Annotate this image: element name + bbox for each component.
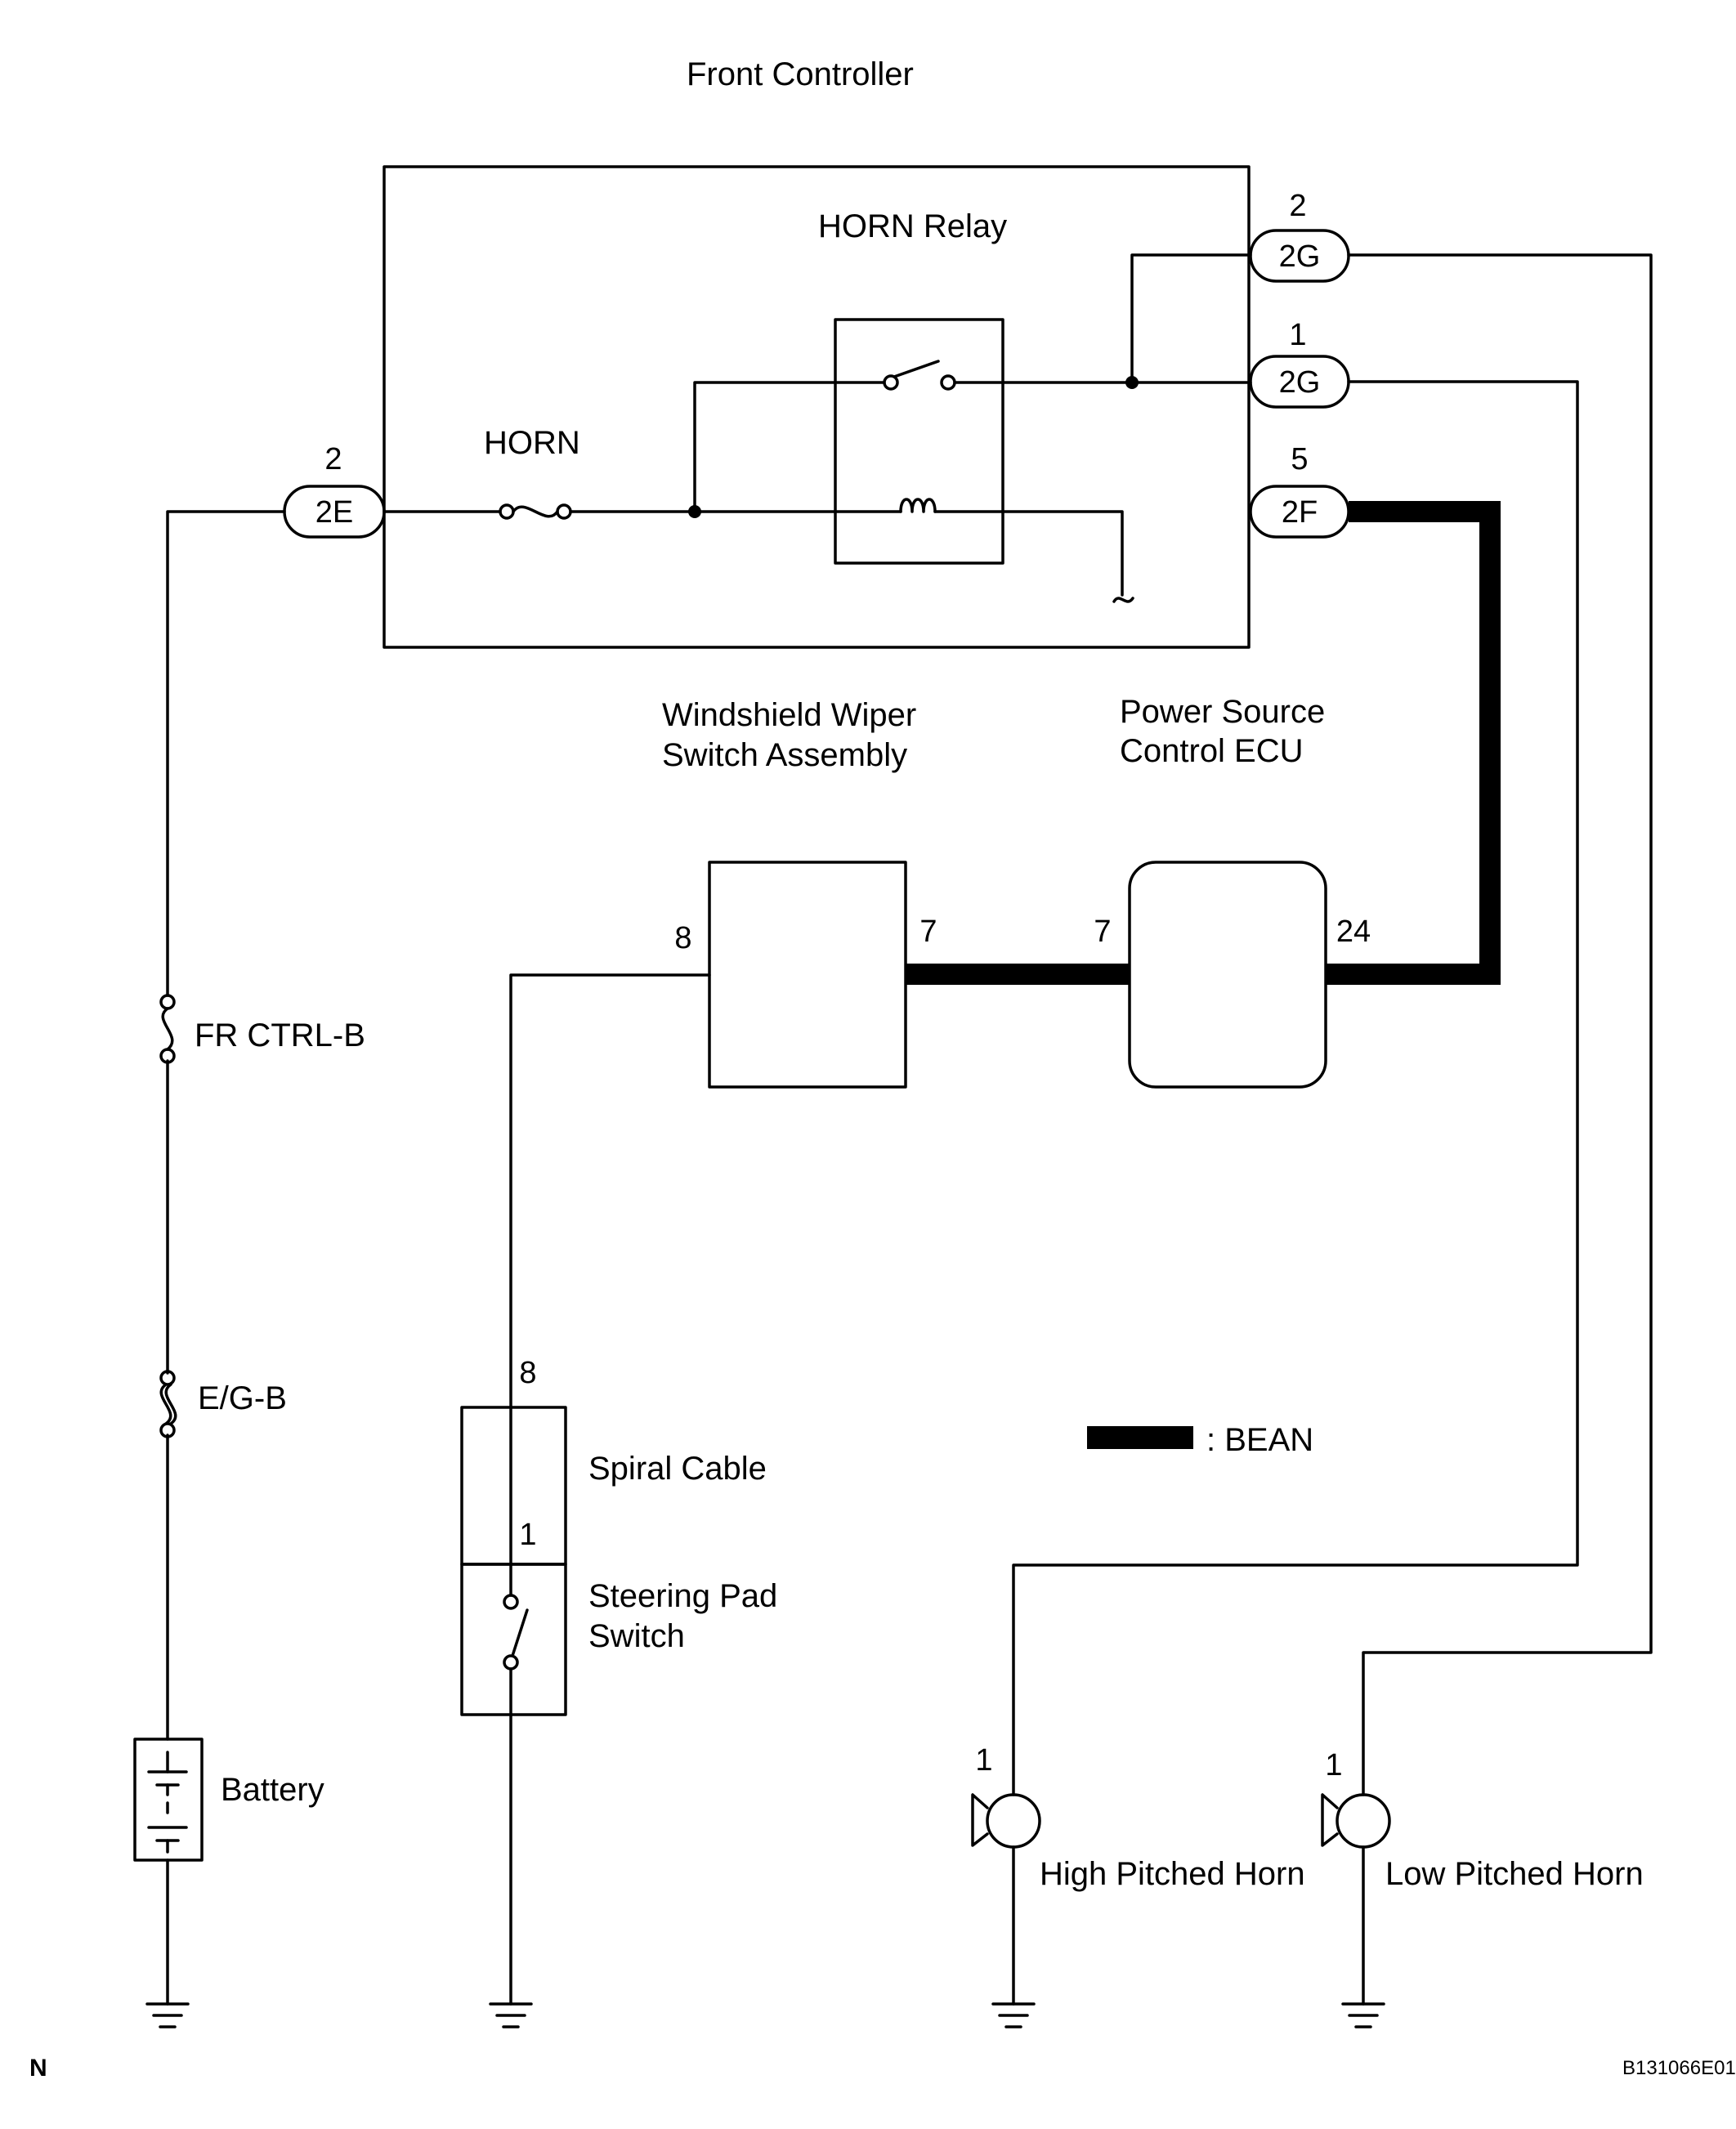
relay-switch-contact-right [940, 374, 956, 391]
wiper-switch-box [708, 861, 907, 1089]
wire-wiper-to-spiral [509, 973, 711, 1409]
low-horn-pin-1: 1 [1325, 1748, 1342, 1782]
connector-2e-name: 2E [315, 495, 353, 530]
eg-b-fuse-terminal-top [159, 1370, 176, 1386]
wiper-pin-8: 8 [674, 921, 691, 955]
steering-switch-contact-bottom [503, 1654, 519, 1671]
bean-legend-swatch [1087, 1426, 1193, 1449]
spiral-cable-box [460, 1406, 567, 1566]
internal-ground-symbol [1112, 597, 1134, 603]
horn-relay-box [834, 318, 1004, 565]
eg-b-fuse-element-1 [159, 1383, 172, 1425]
steering-pad-label-line2: Switch [588, 1618, 685, 1654]
connector-2e-pin: 2 [324, 442, 342, 476]
horn-relay-label: HORN Relay [818, 208, 1007, 244]
steering-switch-contact-top [503, 1594, 519, 1610]
connector-2f-pin: 5 [1291, 442, 1308, 476]
low-horn-label: Low Pitched Horn [1385, 1856, 1644, 1892]
figure-code: B131066E01 [1622, 2057, 1736, 2079]
high-horn-cone [971, 1793, 989, 1847]
high-horn-label: High Pitched Horn [1040, 1856, 1305, 1892]
low-horn-cone [1321, 1793, 1339, 1847]
high-horn-speaker [986, 1793, 1041, 1849]
wire-junction-to-switch [693, 381, 886, 513]
steering-switch-blade [511, 1608, 529, 1657]
wire-2g-mid-to-high-horn [1012, 380, 1579, 1796]
bean-bus-ecu-to-2f [1326, 501, 1501, 985]
connector-2g-top-name: 2G [1279, 239, 1321, 274]
spiral-pin-8: 8 [519, 1356, 536, 1390]
fr-ctrl-b-fuse-terminal-top [159, 994, 176, 1010]
connector-2g-mid-pin: 1 [1289, 318, 1306, 352]
power-ecu-label-line2: Control ECU [1120, 733, 1304, 769]
battery-label: Battery [221, 1772, 324, 1808]
low-horn-speaker [1336, 1793, 1391, 1849]
ecu-pin-7: 7 [1094, 915, 1111, 949]
ecu-pin-24: 24 [1336, 915, 1371, 949]
relay-coil [899, 498, 937, 513]
spiral-cable-label: Spiral Cable [588, 1451, 767, 1487]
front-controller-box [383, 165, 1251, 649]
spiral-pin-1: 1 [519, 1518, 536, 1552]
wire-2e-left [166, 510, 286, 997]
horn-fuse-terminal-right [556, 503, 572, 520]
wiper-switch-label-line2: Switch Assembly [662, 737, 907, 773]
ground-low-horn [1341, 2002, 1385, 2028]
horn-fuse-terminal-left [499, 503, 515, 520]
high-horn-pin-1: 1 [975, 1743, 992, 1778]
connector-2g-top-pin: 2 [1289, 189, 1306, 223]
fr-ctrl-b-label: FR CTRL-B [195, 1018, 365, 1053]
connector-2g-mid-name: 2G [1279, 365, 1321, 400]
relay-switch-blade [893, 360, 940, 378]
horn-fuse-element [512, 505, 559, 518]
power-ecu-label-line1: Power Source [1120, 694, 1325, 730]
connector-2f-name: 2F [1282, 495, 1318, 530]
front-controller-label: Front Controller [687, 56, 914, 92]
corner-mark: N [29, 2055, 47, 2082]
battery-cell-1 [147, 1770, 188, 1787]
wire-2g-top-to-low-horn [1347, 253, 1653, 1796]
steering-pad-label-line1: Steering Pad [588, 1578, 777, 1614]
ground-battery [145, 2002, 190, 2028]
wiper-switch-label-line1: Windshield Wiper [662, 697, 916, 733]
junction-dot-fuse [688, 505, 701, 518]
wire-junction-to-2g-top [1130, 253, 1252, 384]
ground-high-horn [991, 2002, 1036, 2028]
eg-b-label: E/G-B [198, 1380, 287, 1416]
power-source-ecu-box [1128, 861, 1327, 1089]
horn-fuse-label: HORN [484, 425, 580, 461]
relay-switch-contact-left [883, 374, 899, 391]
battery-cell-2 [147, 1826, 188, 1842]
ground-steering [489, 2002, 533, 2028]
wiper-pin-7: 7 [919, 915, 937, 949]
bean-legend-label: : BEAN [1206, 1422, 1313, 1458]
fr-ctrl-b-fuse-element [161, 1007, 174, 1051]
eg-b-fuse-element-2 [164, 1383, 177, 1425]
junction-dot-switch [1125, 376, 1139, 389]
wire-coil-to-ground [933, 510, 1124, 597]
steering-pad-switch-box [460, 1563, 567, 1716]
